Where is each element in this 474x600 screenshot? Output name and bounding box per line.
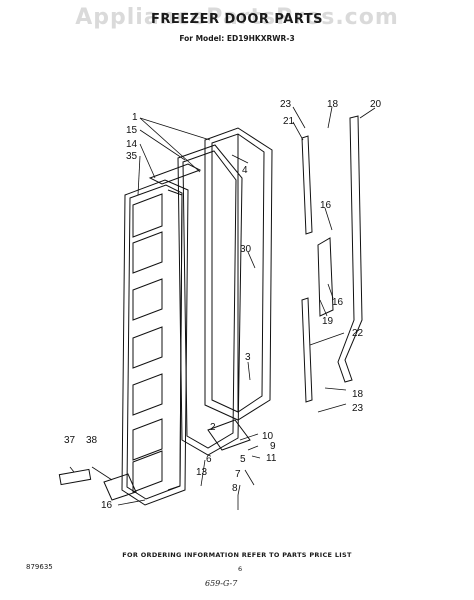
door-handle bbox=[337, 115, 363, 383]
label-21: 21 bbox=[283, 116, 295, 127]
handle-bracket bbox=[317, 237, 334, 317]
model-subtitle: For Model: ED19HKXRWR-3 bbox=[179, 34, 295, 43]
label-2: 2 bbox=[210, 422, 216, 433]
label-7: 7 bbox=[235, 469, 241, 480]
label-9: 9 bbox=[270, 441, 276, 452]
label-14: 14 bbox=[126, 139, 138, 150]
label-37: 37 bbox=[64, 435, 76, 446]
label-16-upper: 16 bbox=[320, 200, 332, 211]
label-38: 38 bbox=[86, 435, 98, 446]
breaker-strip bbox=[148, 163, 202, 185]
label-6: 6 bbox=[206, 454, 212, 465]
label-1: 1 bbox=[132, 112, 138, 123]
handle-trim-upper bbox=[301, 135, 313, 235]
label-10: 10 bbox=[262, 431, 274, 442]
diagram-code: 879635 bbox=[26, 563, 53, 571]
label-5: 5 bbox=[240, 454, 246, 465]
label-23-bottom: 23 bbox=[352, 403, 364, 414]
label-30: 30 bbox=[240, 244, 252, 255]
label-23-top: 23 bbox=[280, 99, 292, 110]
hinge-cover bbox=[58, 468, 92, 486]
handle-trim-lower bbox=[301, 297, 313, 403]
label-4: 4 bbox=[242, 165, 248, 176]
label-22: 22 bbox=[352, 328, 364, 339]
label-11: 11 bbox=[266, 453, 277, 464]
watermark: AppliancePartsPros.com bbox=[75, 5, 399, 30]
label-16-mid: 16 bbox=[332, 297, 344, 308]
door-liner bbox=[121, 179, 189, 506]
label-18-bottom: 18 bbox=[352, 389, 364, 400]
leader-lines bbox=[69, 106, 376, 510]
hinge-bracket bbox=[103, 473, 137, 501]
label-15: 15 bbox=[126, 125, 138, 136]
part-labels: 1 15 14 35 4 23 18 20 21 16 30 16 19 22 … bbox=[64, 99, 382, 511]
label-3: 3 bbox=[245, 352, 251, 363]
label-19: 19 bbox=[322, 316, 334, 327]
label-18-top: 18 bbox=[327, 99, 339, 110]
label-13: 13 bbox=[196, 467, 208, 478]
label-16-bottom: 16 bbox=[101, 500, 113, 511]
door-gasket bbox=[177, 144, 243, 456]
bottom-hinge bbox=[207, 419, 251, 451]
label-8: 8 bbox=[232, 483, 238, 494]
handwritten-note: 659-G-7 bbox=[205, 579, 238, 588]
label-20: 20 bbox=[370, 99, 382, 110]
page-title: FREEZER DOOR PARTS bbox=[151, 12, 323, 27]
door-outer-panel bbox=[204, 127, 273, 421]
page-number: 6 bbox=[238, 565, 243, 573]
label-35: 35 bbox=[126, 151, 138, 162]
ordering-note: FOR ORDERING INFORMATION REFER TO PARTS … bbox=[122, 551, 352, 559]
